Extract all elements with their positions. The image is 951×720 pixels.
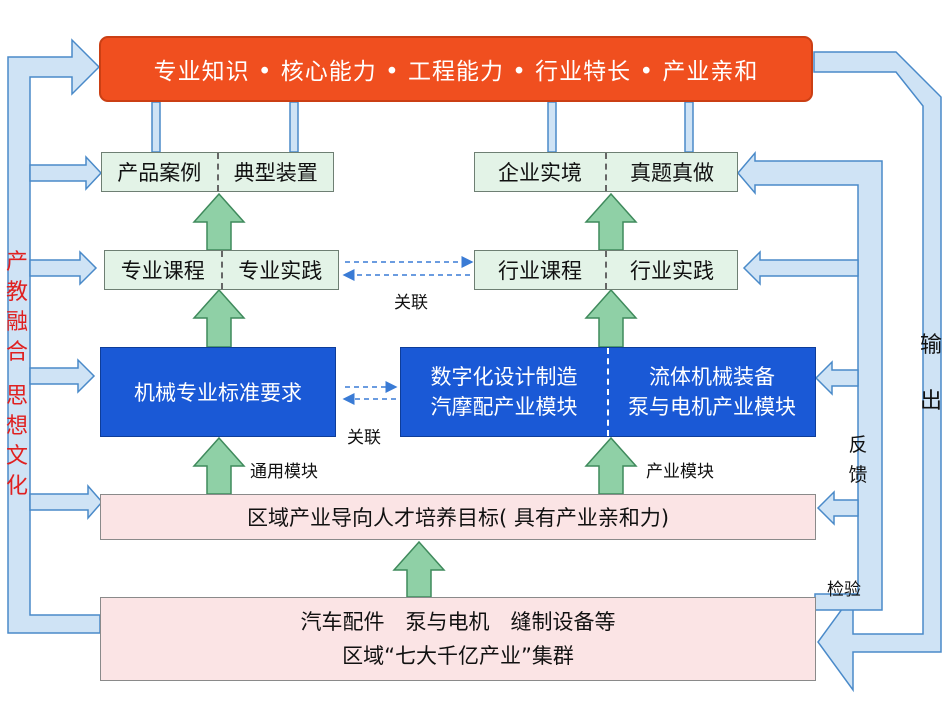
common-module-label: 通用模块 bbox=[250, 462, 318, 482]
industry-course-label: 行业课程 bbox=[498, 259, 582, 283]
industry-cluster-line1: 汽车配件 泵与电机 缝制设备等 bbox=[300, 610, 616, 634]
product-case-label: 产品案例 bbox=[117, 161, 202, 185]
competency-banner: 专业知识 • 核心能力 • 工程能力 • 行业特长 • 产业亲和 bbox=[99, 36, 813, 102]
product-case-box: 产品案例 典型装置 bbox=[101, 152, 334, 192]
divider bbox=[605, 153, 607, 191]
relation-label-top: 关联 bbox=[394, 293, 428, 313]
divider bbox=[607, 348, 609, 436]
banner-connectors bbox=[151, 101, 694, 153]
typical-device-label: 典型装置 bbox=[233, 161, 318, 185]
right-feed-arrows bbox=[742, 250, 859, 526]
industry-cluster-line2: 区域“七大千亿产业”集群 bbox=[342, 644, 574, 668]
ideology-label: 思想文化 bbox=[5, 384, 28, 499]
feedback-bracket-arrow bbox=[737, 150, 883, 611]
mech-standard-label: 机械专业标准要求 bbox=[134, 381, 302, 405]
output-label: 输出 bbox=[919, 333, 942, 414]
fluid-module-line1: 流体机械装备 bbox=[649, 365, 775, 389]
competency-banner-text: 专业知识 • 核心能力 • 工程能力 • 行业特长 • 产业亲和 bbox=[153, 59, 759, 85]
industry-practice-label: 行业实践 bbox=[630, 259, 714, 283]
major-course-box: 专业课程 专业实践 bbox=[104, 250, 339, 290]
talent-goal-box: 区域产业导向人才培养目标( 具有产业亲和力) bbox=[100, 494, 816, 540]
industry-course-box: 行业课程 行业实践 bbox=[474, 250, 738, 290]
relation-lines bbox=[342, 256, 474, 405]
left-feed-arrows bbox=[29, 155, 103, 520]
digital-module-line2: 汽摩配产业模块 bbox=[430, 395, 578, 419]
feedback-label: 反馈 bbox=[848, 434, 868, 486]
enterprise-scene-label: 企业实境 bbox=[498, 161, 582, 185]
relation-label-mid: 关联 bbox=[347, 428, 381, 448]
real-project-label: 真题真做 bbox=[630, 161, 714, 185]
fluid-module-text: 流体机械装备 泵与电机产业模块 bbox=[609, 348, 815, 436]
integration-loop-arrow bbox=[7, 38, 101, 634]
green-up-arrows bbox=[192, 192, 638, 598]
output-loop-arrow bbox=[813, 51, 942, 693]
mech-standard-box: 机械专业标准要求 bbox=[100, 347, 336, 437]
major-practice-label: 专业实践 bbox=[238, 259, 323, 283]
divider bbox=[605, 251, 607, 289]
divider bbox=[220, 251, 223, 289]
major-course-label: 专业课程 bbox=[120, 259, 205, 283]
industry-module-label: 产业模块 bbox=[646, 462, 714, 482]
digital-module-line1: 数字化设计制造 bbox=[430, 365, 578, 389]
talent-goal-label: 区域产业导向人才培养目标( 具有产业亲和力) bbox=[246, 506, 670, 530]
enterprise-scene-box: 企业实境 真题真做 bbox=[474, 152, 738, 192]
integration-label: 产教融合 bbox=[5, 250, 28, 365]
industry-cluster-box: 汽车配件 泵与电机 缝制设备等 区域“七大千亿产业”集群 bbox=[100, 597, 816, 681]
digital-module-text: 数字化设计制造 汽摩配产业模块 bbox=[401, 348, 607, 436]
industry-module-box: 数字化设计制造 汽摩配产业模块 流体机械装备 泵与电机产业模块 bbox=[400, 347, 816, 437]
inspection-label: 检验 bbox=[827, 580, 861, 600]
divider bbox=[216, 153, 219, 191]
fluid-module-line2: 泵与电机产业模块 bbox=[628, 395, 796, 419]
